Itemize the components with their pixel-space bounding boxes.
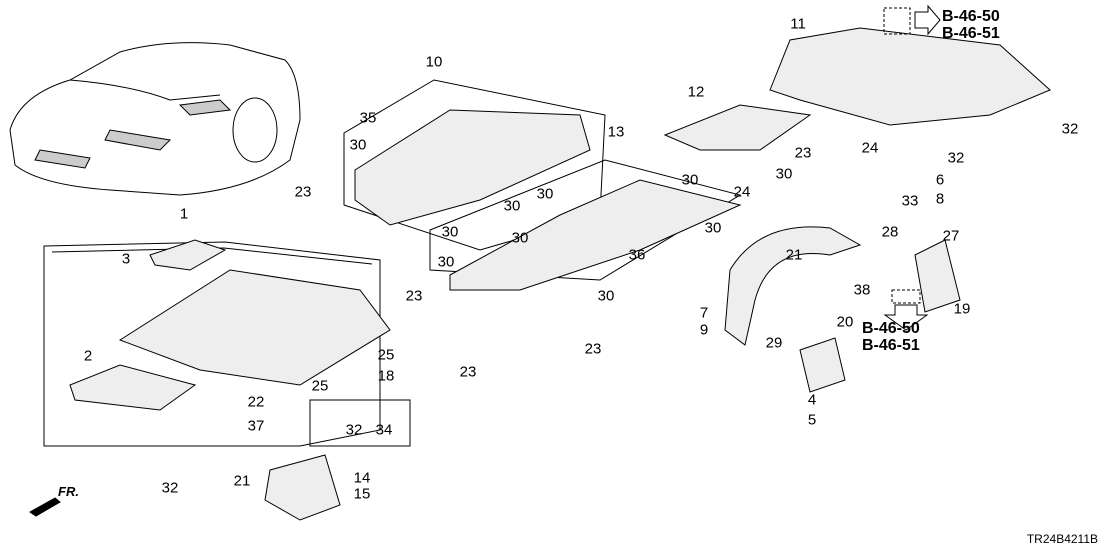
- splash-guard-4: [799, 337, 846, 393]
- part-callout-21[interactable]: 21: [785, 246, 803, 264]
- part-callout-29[interactable]: 29: [765, 334, 783, 352]
- part-callout-6[interactable]: 6: [935, 171, 945, 189]
- panel-12: [663, 104, 812, 151]
- reference-arrow-icon: [914, 4, 941, 36]
- clip-ref-box: [883, 7, 911, 35]
- part-callout-35[interactable]: 35: [359, 109, 377, 127]
- part-callout-20[interactable]: 20: [836, 313, 854, 331]
- part-callout-30[interactable]: 30: [704, 219, 722, 237]
- part-callout-2[interactable]: 2: [83, 347, 93, 365]
- part-callout-25[interactable]: 25: [377, 346, 395, 364]
- part-callout-32[interactable]: 32: [345, 421, 363, 439]
- part-callout-27[interactable]: 27: [942, 227, 960, 245]
- screw-ref-box: [891, 289, 921, 304]
- part-callout-30[interactable]: 30: [597, 287, 615, 305]
- frame-group-1: [43, 241, 381, 447]
- part-callout-4[interactable]: 4: [807, 391, 817, 409]
- part-callout-22[interactable]: 22: [247, 393, 265, 411]
- part-callout-15[interactable]: 15: [353, 485, 371, 503]
- frame-group-1-inner-line: [51, 247, 373, 265]
- frame-group-34: [309, 399, 411, 447]
- reference-link[interactable]: B-46-51: [862, 337, 920, 354]
- part-callout-12[interactable]: 12: [687, 83, 705, 101]
- mudguard-6: [914, 239, 961, 313]
- part-callout-32[interactable]: 32: [1061, 120, 1079, 138]
- part-callout-23[interactable]: 23: [294, 183, 312, 201]
- part-callout-24[interactable]: 24: [733, 183, 751, 201]
- part-callout-37[interactable]: 37: [247, 417, 265, 435]
- reference-link[interactable]: B-46-50: [942, 8, 1000, 25]
- mudguard-14: [264, 454, 341, 521]
- vehicle-overview-illustration: [9, 42, 301, 196]
- diagram-code: TR24B4211B: [1026, 532, 1098, 546]
- reference-link[interactable]: B-46-51: [942, 25, 1000, 42]
- part-callout-25[interactable]: 25: [311, 377, 329, 395]
- part-callout-32[interactable]: 32: [161, 479, 179, 497]
- part-callout-28[interactable]: 28: [881, 223, 899, 241]
- reference-link[interactable]: B-46-50: [862, 320, 920, 337]
- part-callout-30[interactable]: 30: [503, 197, 521, 215]
- panel-2: [69, 364, 197, 411]
- part-callout-1[interactable]: 1: [179, 205, 189, 223]
- part-callout-23[interactable]: 23: [794, 144, 812, 162]
- part-callout-8[interactable]: 8: [935, 190, 945, 208]
- reference-arrow-down-icon: [883, 304, 929, 331]
- panel-35: [354, 109, 591, 226]
- part-callout-18[interactable]: 18: [377, 367, 395, 385]
- part-callout-23[interactable]: 23: [459, 363, 477, 381]
- part-callout-34[interactable]: 34: [375, 421, 393, 439]
- part-callout-38[interactable]: 38: [853, 281, 871, 299]
- front-arrow-icon: [29, 497, 61, 517]
- part-callout-32[interactable]: 32: [947, 149, 965, 167]
- part-callout-21[interactable]: 21: [233, 472, 251, 490]
- part-callout-10[interactable]: 10: [425, 53, 443, 71]
- part-callout-3[interactable]: 3: [121, 250, 131, 268]
- panel-11: [769, 27, 1051, 126]
- panel-34: [118, 269, 391, 386]
- part-callout-11[interactable]: 11: [790, 15, 806, 33]
- part-callout-23[interactable]: 23: [405, 287, 423, 305]
- part-callout-9[interactable]: 9: [699, 321, 709, 339]
- frame-group-13: [429, 159, 742, 281]
- fender-liner-7: [724, 226, 862, 346]
- panel-36: [449, 179, 742, 291]
- part-callout-30[interactable]: 30: [349, 136, 367, 154]
- part-callout-7[interactable]: 7: [699, 304, 709, 322]
- part-callout-30[interactable]: 30: [536, 185, 554, 203]
- part-callout-24[interactable]: 24: [861, 139, 879, 157]
- part-callout-13[interactable]: 13: [607, 123, 625, 141]
- part-callout-30[interactable]: 30: [775, 165, 793, 183]
- part-callout-19[interactable]: 19: [953, 300, 971, 318]
- front-direction-label: FR.: [58, 484, 79, 499]
- part-callout-36[interactable]: 36: [628, 246, 646, 264]
- part-callout-30[interactable]: 30: [681, 171, 699, 189]
- part-callout-33[interactable]: 33: [901, 192, 919, 210]
- part-callout-23[interactable]: 23: [584, 340, 602, 358]
- reference-right: B-46-50 B-46-51: [862, 320, 920, 354]
- reference-top: B-46-50 B-46-51: [942, 8, 1000, 42]
- part-callout-30[interactable]: 30: [441, 223, 459, 241]
- part-callout-30[interactable]: 30: [511, 229, 529, 247]
- panel-3: [149, 239, 227, 271]
- part-callout-30[interactable]: 30: [437, 253, 455, 271]
- part-callout-5[interactable]: 5: [807, 411, 817, 429]
- part-callout-14[interactable]: 14: [353, 469, 371, 487]
